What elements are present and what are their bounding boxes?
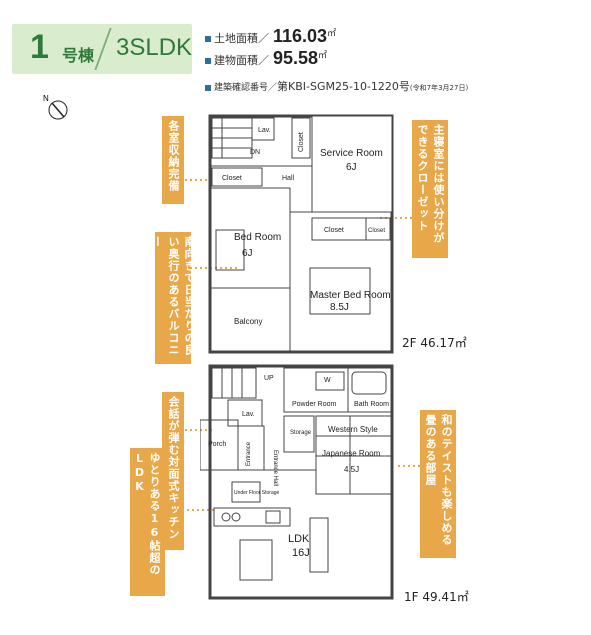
lav-1f-label: Lav. (242, 411, 255, 418)
ldk-label: LDK (288, 533, 310, 545)
bed-room-label: Bed Room (234, 232, 281, 243)
porch-label: Porch (208, 441, 226, 448)
bed-room-size: 6J (242, 248, 253, 259)
floor1-area: 1F 49.41㎡ (404, 590, 469, 604)
callout-face-to-face-kitchen: 会話が弾む対面式キッチン (162, 392, 184, 550)
badge-divider (94, 28, 112, 70)
washer-icon (315, 371, 345, 391)
stair-1f (211, 367, 257, 399)
callout-walkin-closet: 主寝室には使い分けができるクローゼット (412, 120, 448, 258)
lav-2f-label: Lav. (258, 127, 271, 134)
compass-label: N (43, 94, 49, 103)
under-floor-storage-box (231, 481, 261, 503)
storage-label: Storage (290, 430, 312, 436)
closet-2f-d-label: Closet (368, 228, 385, 234)
closet-2f-b-label: Closet (222, 175, 242, 182)
land-area-label: 土地面積／ (214, 32, 269, 45)
dn-label: DN (250, 149, 260, 156)
w-label: W (324, 377, 331, 384)
hall-label: Hall (282, 175, 295, 182)
service-room-size: 6J (346, 162, 357, 173)
balcony-2f-box (209, 287, 291, 353)
closet-2f-d-box (365, 217, 391, 241)
service-room-label: Service Room (320, 148, 383, 159)
land-area-line: 土地面積／ 116.03㎡ (205, 26, 336, 47)
entrance-label: Entrance (246, 441, 252, 466)
up-label: UP (264, 375, 274, 382)
building-area-value: 95.58 (273, 48, 319, 68)
bathtub-icon (351, 371, 387, 395)
sofa-icon (309, 517, 329, 573)
building-area-label: 建物面積／ (214, 54, 269, 67)
japanese-room-box (315, 415, 393, 495)
kitchen-counter (213, 507, 291, 527)
master-room-label: Master Bed Room (310, 290, 391, 301)
callout-all-rooms-closet: 各室収納完備 (162, 116, 184, 204)
land-area-value: 116.03 (273, 26, 328, 46)
confirmation-line: 建築確認番号／第KBI-SGM25-10-1220号(令和7年3月27日) (205, 78, 468, 94)
ldk-size: 16J (292, 547, 310, 559)
confirmation-value: 第KBI-SGM25-10-1220号 (277, 80, 410, 93)
bath-room-label: Bath Room (354, 401, 389, 408)
building-area-line: 建物面積／ 95.58㎡ (205, 48, 327, 69)
callout-japanese-room: 和のテイストも楽しめる畳のある部屋 (420, 410, 456, 558)
callout-south-balcony: 南向きで日当たりの良い奥行のあるバルコニー (151, 232, 196, 364)
master-room-size: 8.5J (330, 302, 349, 313)
master-bed-icon (309, 267, 371, 315)
unit-number: 1 (30, 28, 49, 66)
land-area-unit: ㎡ (327, 29, 337, 39)
storage-box (283, 415, 315, 453)
bed-icon (215, 229, 245, 271)
bullet-square-icon (205, 84, 211, 91)
layout-type: 3SLDK (116, 34, 193, 61)
bath-room-box (347, 367, 393, 413)
unit-suffix: 号棟 (62, 46, 95, 65)
japanese-room-label: Japanese Room (322, 449, 381, 458)
balcony-label: Balcony (234, 317, 262, 326)
sink-icon (265, 510, 281, 524)
closet-2f-a-label: Closet (298, 132, 305, 152)
dining-table-icon (239, 539, 273, 581)
compass-icon: N (43, 94, 68, 120)
closet-2f-a-box (291, 117, 311, 159)
bullet-square-icon (205, 58, 211, 64)
confirmation-label: 建築確認番号／ (214, 83, 278, 93)
entrance-hall-label: Entrance Hall (272, 450, 278, 486)
closet-2f-b-box (211, 167, 263, 187)
bullet-square-icon (205, 36, 211, 42)
stair-2f (211, 117, 253, 159)
closet-2f-c-label: Closet (324, 227, 344, 234)
building-area-unit: ㎡ (318, 51, 328, 61)
floor2-outline (208, 114, 394, 354)
powder-room-label: Powder Room (292, 401, 337, 408)
floor-plan: Lav. DN Closet Service Room 6J Closet Ha… (200, 114, 394, 600)
under-floor-storage-label: Under Floor Storage (234, 490, 280, 496)
floor2-area: 2F 46.17㎡ (402, 336, 467, 350)
lav-2f-box (251, 117, 275, 141)
callout-spacious-ldk: ゆとりある16帖超のLDK (130, 448, 165, 596)
japanese-room-size: 4.5J (344, 465, 359, 474)
confirmation-date: (令和7年3月27日) (409, 84, 469, 92)
unit-badge: 1 号棟 3SLDK (12, 24, 192, 74)
western-room-label: Western Style (328, 425, 378, 434)
